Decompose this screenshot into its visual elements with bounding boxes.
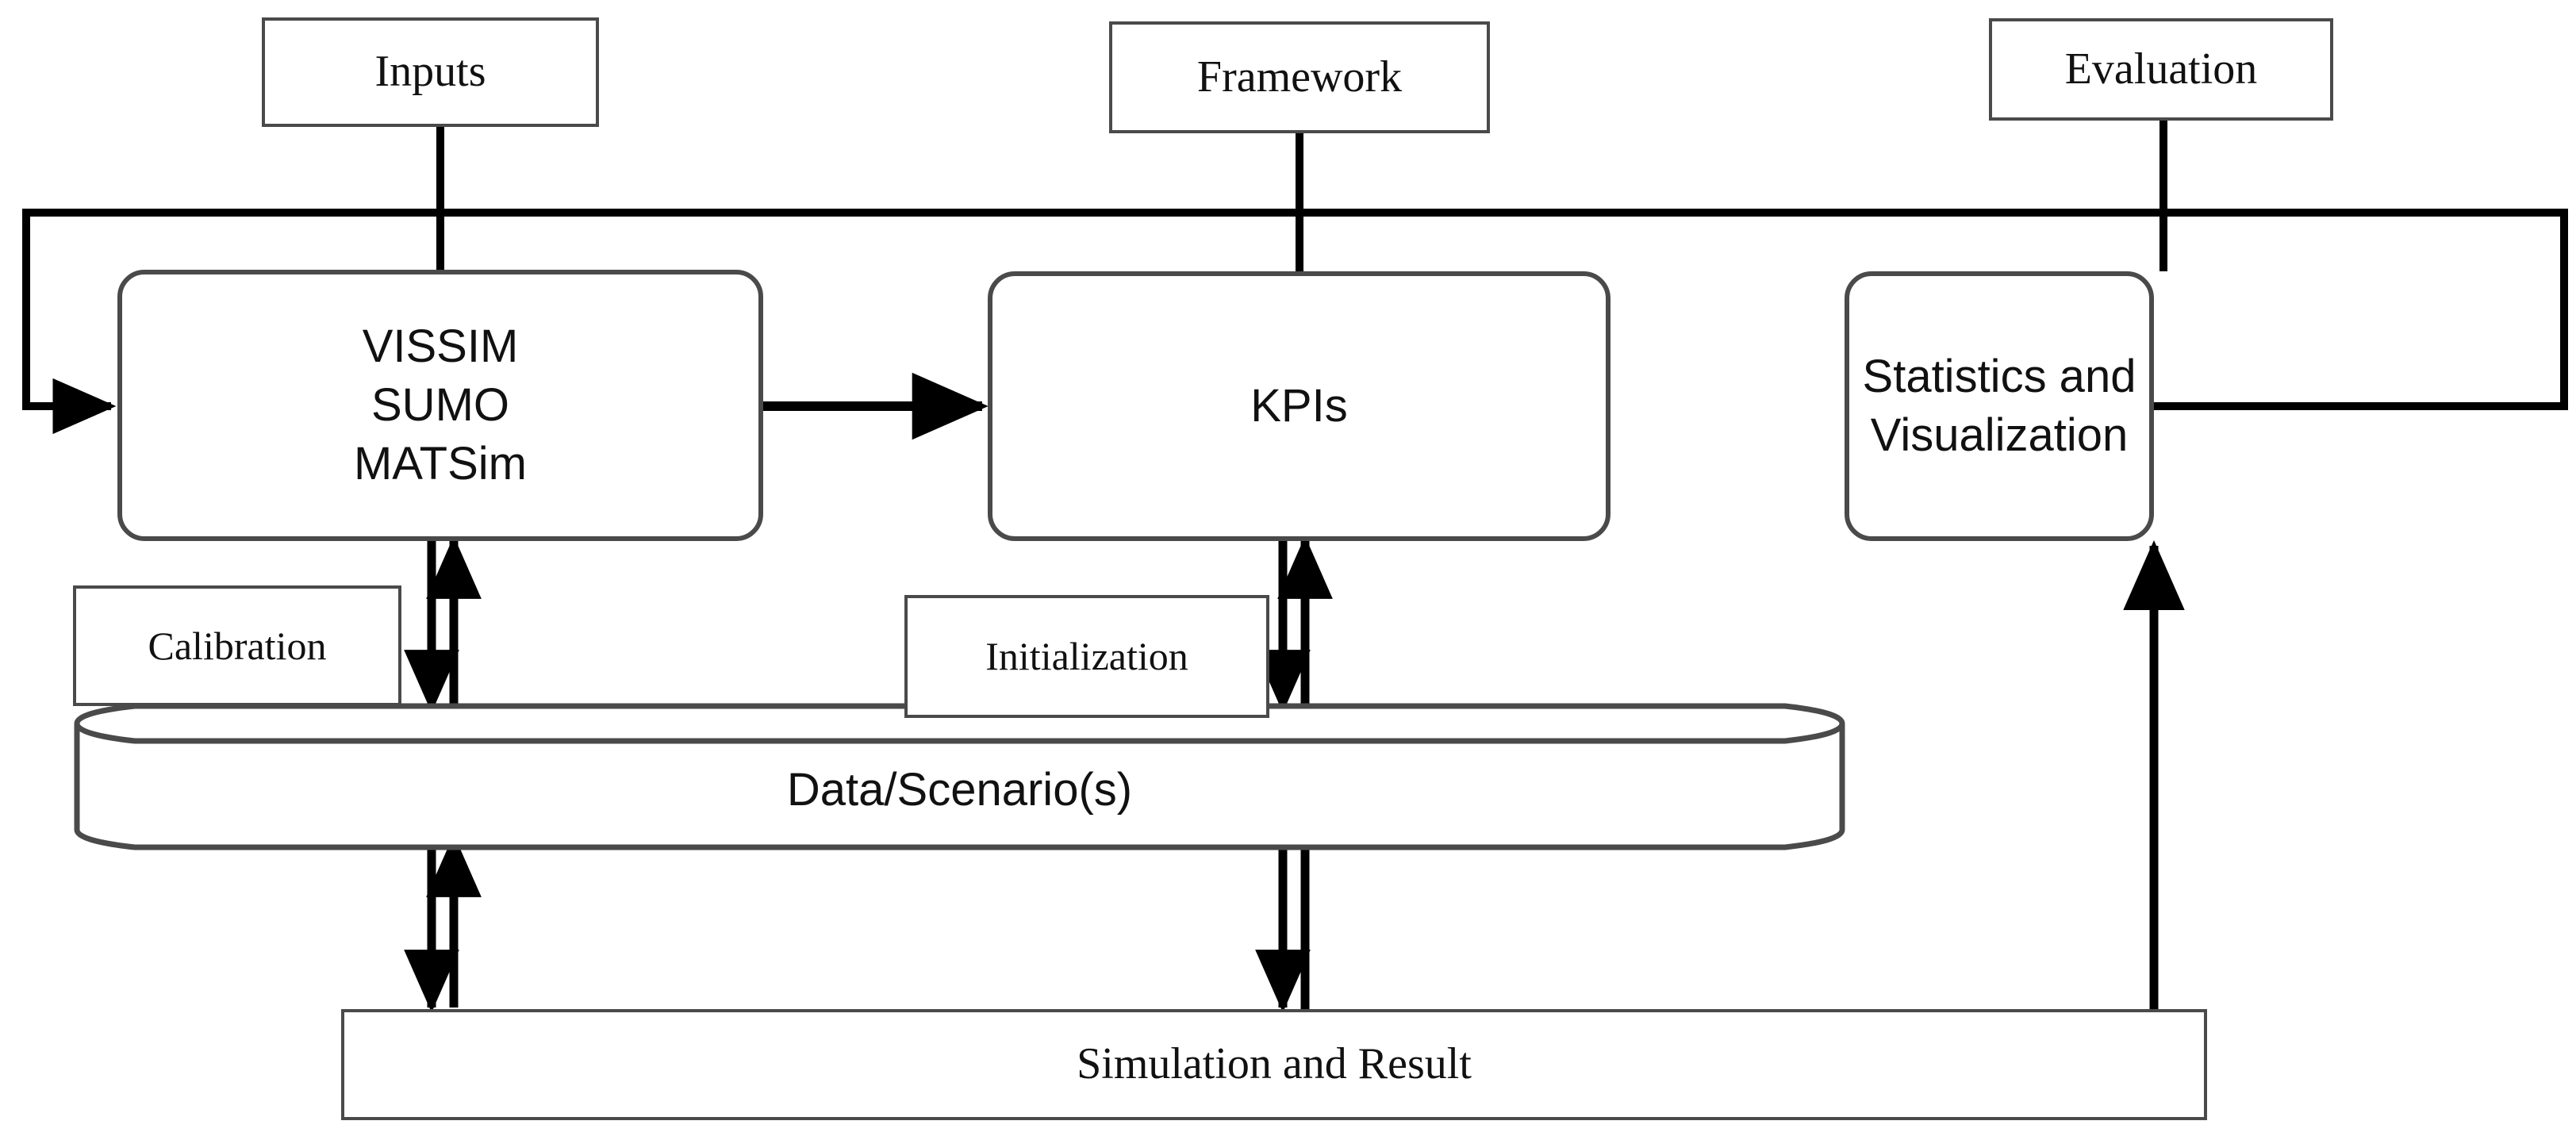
node-framework[interactable]: Framework xyxy=(1109,21,1490,133)
node-initialization-label: Initialization xyxy=(985,634,1188,678)
node-statistics[interactable]: Statistics and Visualization xyxy=(1845,271,2154,541)
node-statistics-line-1: Statistics and xyxy=(1862,350,2136,402)
node-kpis-label: KPIs xyxy=(1250,379,1348,432)
edge-feedback-statistics-to-simulators xyxy=(22,209,2568,435)
node-framework-label: Framework xyxy=(1196,52,1403,102)
node-result-bar[interactable]: Simulation and Result xyxy=(341,1009,2207,1120)
node-simulators[interactable]: VISSIM SUMO MATSim xyxy=(117,270,763,541)
node-calibration[interactable]: Calibration xyxy=(73,585,401,706)
node-simulators-line-3: MATSim xyxy=(353,438,527,490)
node-evaluation[interactable]: Evaluation xyxy=(1989,18,2333,121)
node-initialization[interactable]: Initialization xyxy=(904,595,1269,718)
node-simulators-line-2: SUMO xyxy=(371,378,509,431)
node-kpis[interactable]: KPIs xyxy=(988,271,1610,541)
node-evaluation-label: Evaluation xyxy=(2064,44,2258,94)
node-calibration-label: Calibration xyxy=(148,623,327,668)
node-simulators-line-1: VISSIM xyxy=(362,320,519,372)
node-datastore-label-wrap[interactable]: Data/Scenario(s) xyxy=(77,738,1842,841)
node-inputs-label: Inputs xyxy=(374,47,486,97)
node-datastore-label: Data/Scenario(s) xyxy=(786,763,1133,816)
node-result-bar-label: Simulation and Result xyxy=(1077,1039,1472,1089)
node-statistics-line-2: Visualization xyxy=(1870,409,2129,461)
node-inputs[interactable]: Inputs xyxy=(262,17,599,127)
